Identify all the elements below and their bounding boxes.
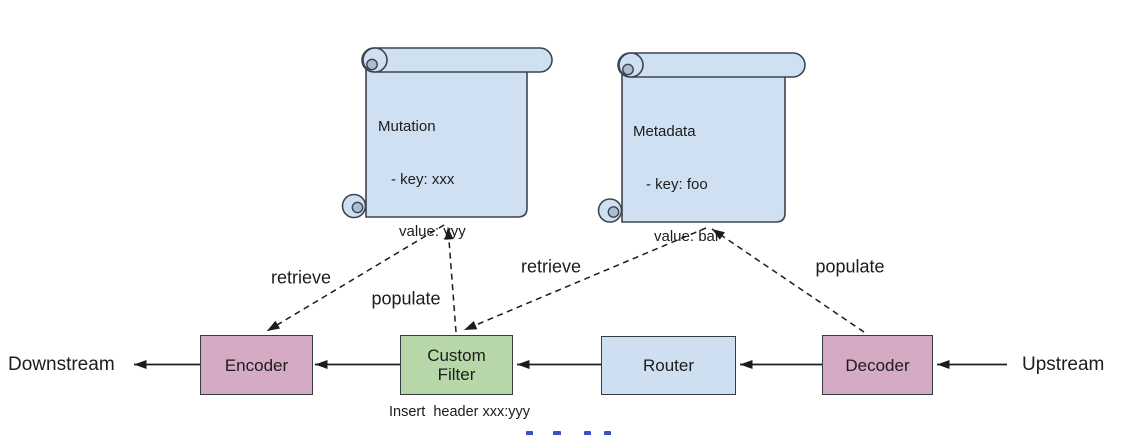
encoder-node: Encoder <box>200 335 313 395</box>
populate-mutation-label: populate <box>371 288 441 309</box>
mutation-value: value: yyy <box>399 223 466 240</box>
clipped-text-fragment <box>584 431 591 435</box>
metadata-scroll-text: Metadata - key: foo value: bar <box>633 88 720 281</box>
clipped-text-fragment <box>604 431 611 435</box>
router-node: Router <box>601 336 736 395</box>
decoder-node: Decoder <box>822 335 933 395</box>
metadata-scroll-shape <box>597 52 806 223</box>
metadata-key: - key: foo <box>646 175 708 193</box>
mutation-title: Mutation <box>378 118 436 135</box>
mutation-scroll-text: Mutation - key: xxx value: yyy <box>378 83 466 276</box>
arrow-decoder-populate-metadata <box>711 228 865 333</box>
arrow-metadata-retrieve-filter <box>463 227 707 331</box>
arrow-filter-populate-mutation <box>444 226 457 333</box>
mutation-key: - key: xxx <box>391 170 455 188</box>
metadata-title: Metadata <box>633 123 696 140</box>
metadata-value: value: bar <box>654 228 720 245</box>
custom-filter-label: Custom Filter <box>427 346 486 384</box>
mutation-scroll-shape <box>341 47 553 219</box>
clipped-text-fragment <box>526 431 533 435</box>
arrow-mutation-retrieve-encoder <box>266 224 445 332</box>
clipped-text-fragment <box>553 431 561 435</box>
router-label: Router <box>642 356 695 375</box>
retrieve-encoder-label: retrieve <box>270 267 332 288</box>
decoder-label: Decoder <box>845 355 910 375</box>
encoder-label: Encoder <box>224 355 289 375</box>
downstream-label: Downstream <box>8 354 115 375</box>
insert-header-note: Insert header xxx:yyy <box>389 404 531 420</box>
custom-filter-node: Custom Filter <box>400 335 513 395</box>
populate-metadata-label: populate <box>815 256 885 277</box>
upstream-label: Upstream <box>1022 354 1105 375</box>
retrieve-filter-label: retrieve <box>520 256 582 277</box>
